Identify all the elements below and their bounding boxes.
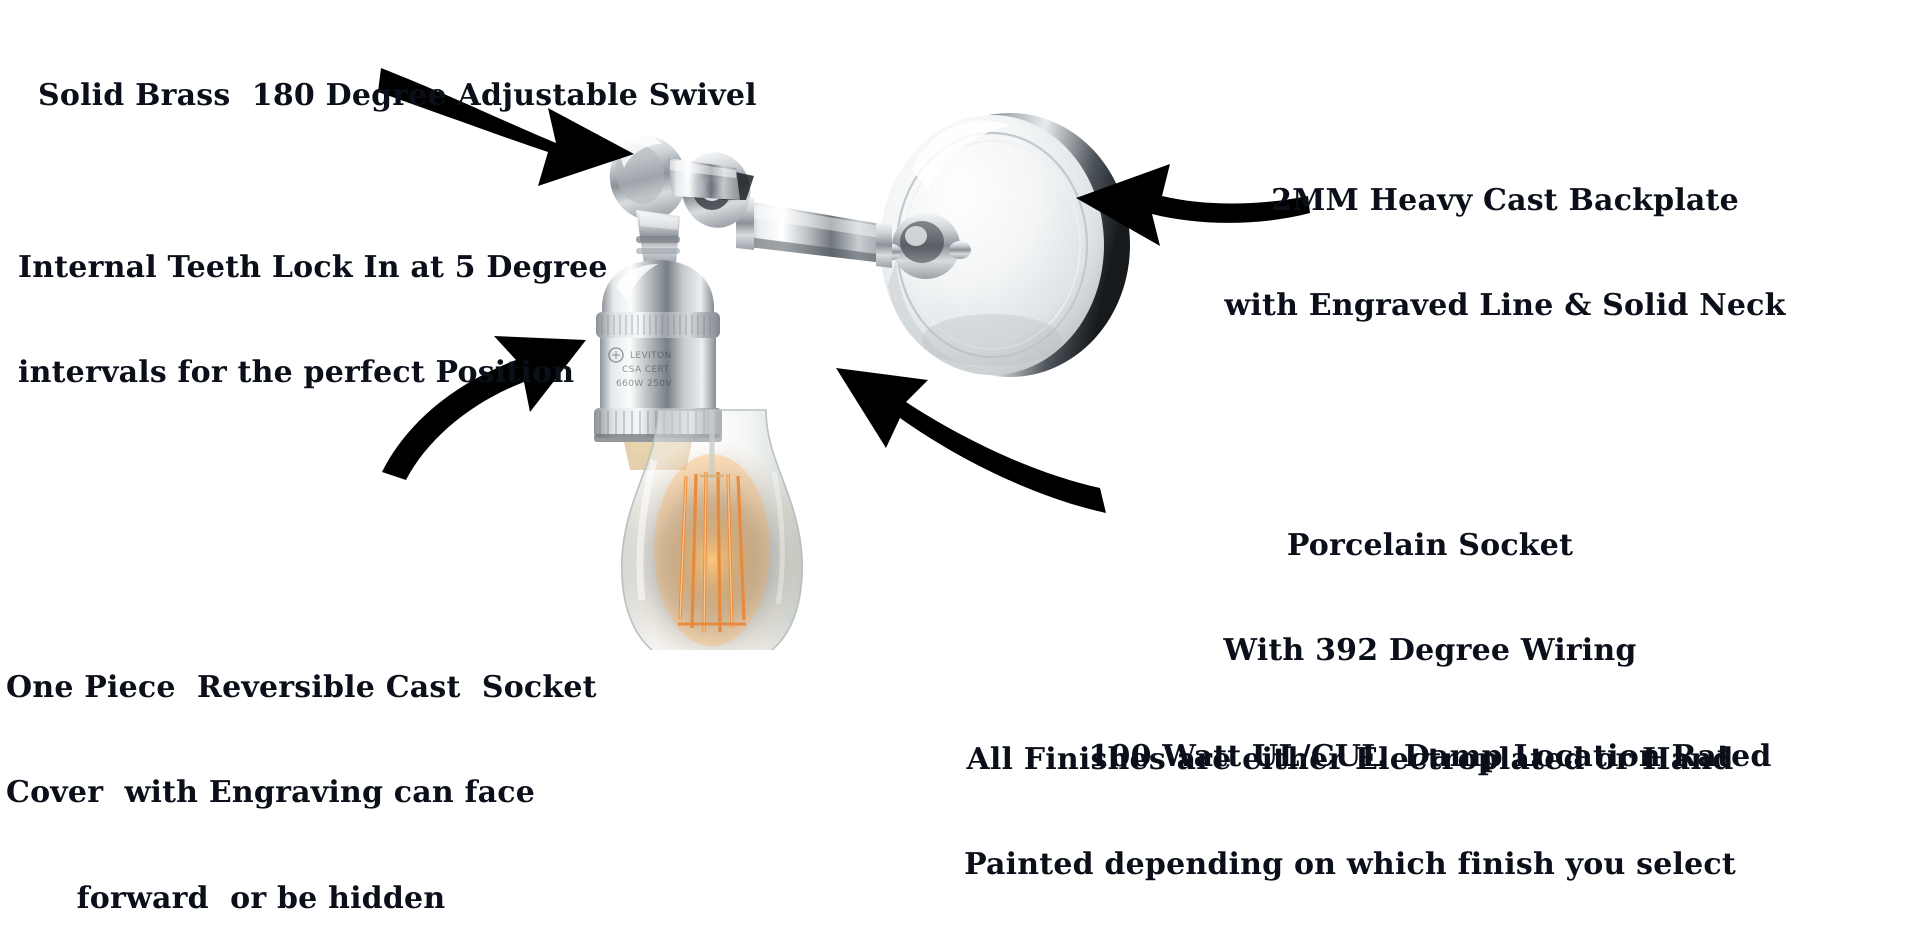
callout-line: With 392 Degree Wiring (1223, 633, 1637, 669)
callout-line: One Piece Reversible Cast Socket (6, 670, 597, 706)
svg-text:660W 250V: 660W 250V (616, 379, 672, 389)
callout-line: All Finishes are either Electroplated or… (966, 742, 1734, 778)
callout-line: Painted depending on which finish you se… (964, 847, 1736, 883)
callout-solid-brass-swivel: Solid Brass 180 Degree Adjustable Swivel (38, 8, 757, 183)
callout-finishes-note: All Finishes are either Electroplated or… (800, 672, 1900, 930)
callout-line: 2MM Heavy Cast Backplate (1271, 183, 1739, 219)
callout-line: forward or be hidden (76, 880, 446, 916)
callout-line: Porcelain Socket (1286, 528, 1574, 564)
callout-line: 100 Watt UL/CUL Damp Location Rated (1088, 738, 1772, 774)
callout-reversible-socket-cover: One Piece Reversible Cast Socket Cover w… (6, 600, 597, 930)
svg-text:CSA CERT: CSA CERT (622, 365, 670, 375)
svg-text:LEVITON: LEVITON (630, 351, 672, 361)
callout-line: Cover with Engraving can face (6, 775, 536, 811)
socket-engraving: LEVITON CSA CERT 660W 250V (608, 347, 672, 389)
callout-porcelain-socket: Porcelain Socket With 392 Degree Wiring … (965, 458, 1895, 844)
callout-line: Solid Brass 180 Degree Adjustable Swivel (38, 78, 757, 114)
callout-line: Internal Teeth Lock In at 5 Degree (18, 250, 608, 286)
callout-line: intervals for the perfect Position (18, 355, 575, 391)
callout-line: with Engraved Line & Solid Neck (1224, 288, 1786, 324)
callout-heavy-cast-backplate: 2MM Heavy Cast Backplate with Engraved L… (1105, 113, 1905, 394)
callout-internal-teeth-lock: Internal Teeth Lock In at 5 Degree inter… (18, 180, 608, 461)
knurled-collar (596, 312, 720, 338)
edison-filament-bulb (620, 409, 804, 650)
